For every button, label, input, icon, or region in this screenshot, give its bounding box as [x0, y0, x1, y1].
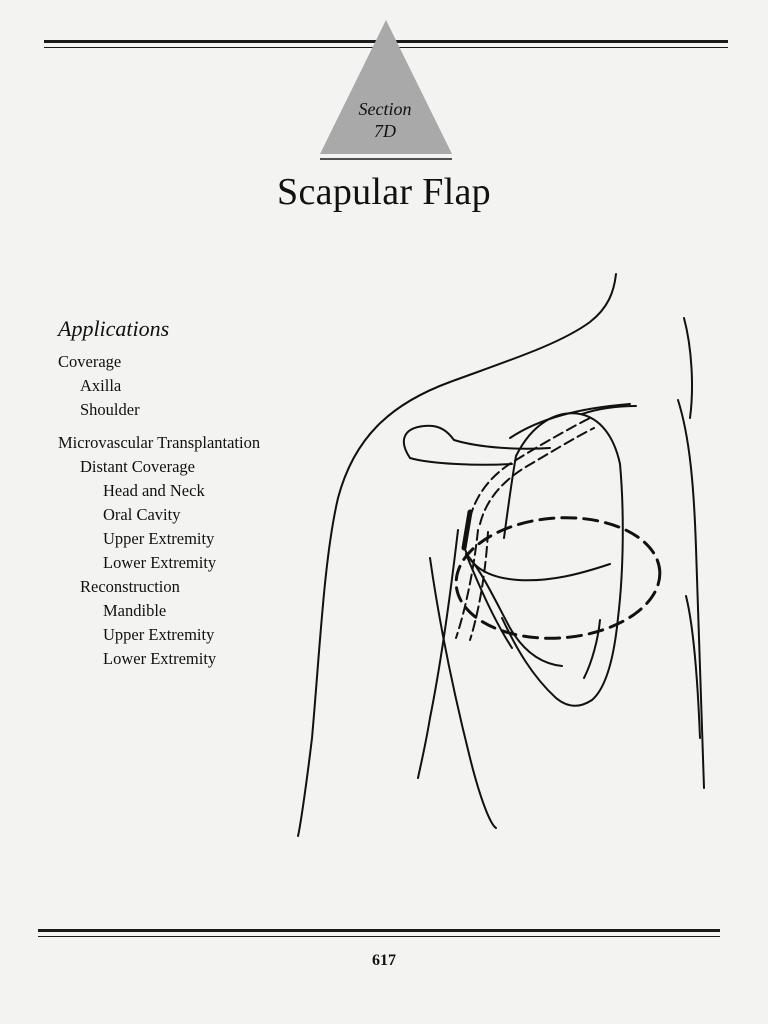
list-item: Lower Extremity [103, 649, 217, 668]
page-title: Scapular Flap [277, 171, 491, 213]
applications-list: Coverage Axilla Shoulder Microvascular T… [58, 350, 260, 671]
applications-heading: Applications [58, 316, 170, 341]
list-item: Mandible [103, 601, 167, 620]
bottom-rule-thin [38, 936, 720, 937]
list-item: Axilla [80, 376, 122, 395]
list-item: Head and Neck [103, 481, 205, 500]
section-label-line2: 7D [374, 121, 396, 141]
list-item: Reconstruction [80, 577, 180, 596]
list-item: Coverage [58, 352, 122, 371]
list-item: Microvascular Transplantation [58, 433, 261, 452]
list-item: Shoulder [80, 400, 140, 419]
list-item: Upper Extremity [103, 529, 215, 548]
section-triangle-icon [320, 20, 452, 160]
list-item: Upper Extremity [103, 625, 215, 644]
section-label-line1: Section [358, 99, 412, 119]
list-item: Oral Cavity [103, 505, 181, 524]
page-number: 617 [372, 952, 396, 969]
list-item: Lower Extremity [103, 553, 217, 572]
shoulder-anatomy-illustration [297, 273, 705, 837]
list-item: Distant Coverage [80, 457, 196, 476]
bottom-rule [38, 929, 720, 932]
